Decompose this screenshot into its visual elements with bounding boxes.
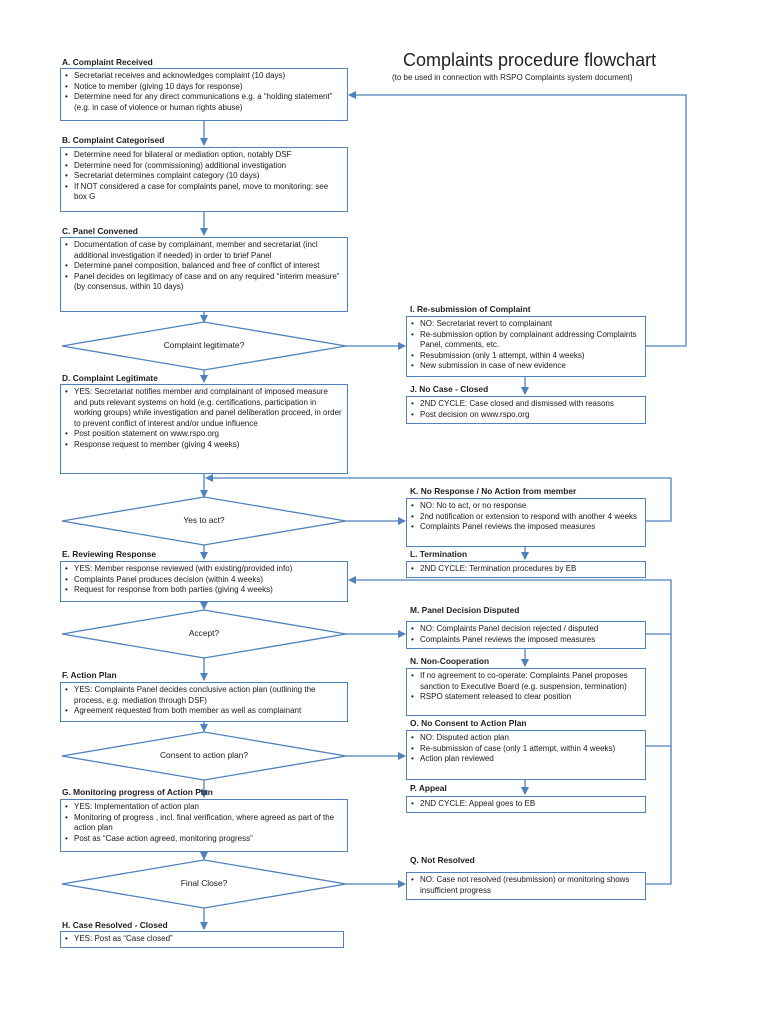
decision-consent [61, 731, 347, 781]
box-f: YES: Complaints Panel decides conclusive… [60, 682, 348, 722]
decision-final-close-text: Final Close? [180, 878, 228, 888]
box-l: 2ND CYCLE: Termination procedures by EB [406, 561, 646, 578]
list-item: 2ND CYCLE: Termination procedures by EB [411, 564, 641, 575]
list-item: NO: Case not resolved (resubmission) or … [411, 875, 641, 896]
list-item: YES: Member response reviewed (with exis… [65, 564, 343, 575]
box-i-label: I. Re-submission of Complaint [410, 304, 531, 314]
box-o: NO: Disputed action planRe-submission of… [406, 730, 646, 780]
box-n-label: N. Non-Cooperation [410, 656, 490, 666]
list-item: Post decision on www.rspo.org [411, 410, 641, 421]
list-item: Documentation of case by complainant, me… [65, 240, 343, 261]
box-l-label: L. Termination [410, 549, 468, 559]
box-p: 2ND CYCLE: Appeal goes to EB [406, 796, 646, 813]
list-item: Secretariat determines complaint categor… [65, 171, 343, 182]
box-d-label: D. Complaint Legitimate [62, 373, 158, 383]
list-item: New submission in case of new evidence [411, 361, 641, 372]
list-item: Complaints Panel produces decision (with… [65, 575, 343, 586]
list-item: NO: Complaints Panel decision rejected /… [411, 624, 641, 635]
list-item: Determine need for bilateral or mediatio… [65, 150, 343, 161]
box-m-label: M. Panel Decision Disputed [410, 605, 520, 615]
list-item: Response request to member (giving 4 wee… [65, 440, 343, 451]
list-item: Re-submission option by complainant addr… [411, 330, 641, 351]
box-h-label: H. Case Resolved - Closed [62, 920, 168, 930]
box-e-label: E. Reviewing Response [62, 549, 157, 559]
list-item: Monitoring of progress , incl. final ver… [65, 813, 343, 834]
list-item: If NOT considered a case for complaints … [65, 182, 343, 203]
list-item: NO: Secretariat revert to complainant [411, 319, 641, 330]
box-j: 2ND CYCLE: Case closed and dismissed wit… [406, 396, 646, 424]
box-i: NO: Secretariat revert to complainantRe-… [406, 316, 646, 377]
list-item: Determine panel composition, balanced an… [65, 261, 343, 272]
box-h: YES: Post as “Case closed” [60, 931, 344, 948]
list-item: Request for response from both parties (… [65, 585, 343, 596]
list-item: Complaints Panel reviews the imposed mea… [411, 635, 641, 646]
list-item: Action plan reviewed [411, 754, 641, 765]
list-item: RSPO statement released to clear positio… [411, 692, 641, 703]
list-item: 2nd notification or extension to respond… [411, 512, 641, 523]
list-item: 2ND CYCLE: Appeal goes to EB [411, 799, 641, 810]
box-k: NO: No to act, or no response2nd notific… [406, 498, 646, 547]
list-item: Post as “Case action agreed, monitoring … [65, 834, 343, 845]
box-a: Secretariat receives and acknowledges co… [60, 68, 348, 121]
list-item: YES: Complaints Panel decides conclusive… [65, 685, 343, 706]
box-q-label: Q. Not Resolved [410, 855, 475, 865]
list-item: NO: Disputed action plan [411, 733, 641, 744]
chart-title: Complaints procedure flowchart [403, 50, 657, 70]
box-c-label: C. Panel Convened [62, 226, 138, 236]
list-item: Re-submission of case (only 1 attempt, w… [411, 744, 641, 755]
list-item: NO: No to act, or no response [411, 501, 641, 512]
box-p-label: P. Appeal [410, 783, 447, 793]
list-item: Complaints Panel reviews the imposed mea… [411, 522, 641, 533]
decision-accept [61, 609, 347, 659]
box-g: YES: Implementation of action planMonito… [60, 799, 348, 852]
box-q: NO: Case not resolved (resubmission) or … [406, 872, 646, 900]
decision-final-close [61, 859, 347, 909]
box-d: YES: Secretariat notifies member and com… [60, 384, 348, 474]
box-m: NO: Complaints Panel decision rejected /… [406, 621, 646, 649]
decision-legitimate-text: Complaint legitimate? [163, 340, 245, 350]
list-item: YES: Post as “Case closed” [65, 934, 339, 945]
decision-yes-to-act [61, 496, 347, 546]
box-k-label: K. No Response / No Action from member [410, 486, 577, 496]
box-b-label: B. Complaint Categorised [62, 135, 165, 145]
box-e: YES: Member response reviewed (with exis… [60, 561, 348, 602]
box-n: If no agreement to co-operate: Complaint… [406, 668, 646, 716]
list-item: Determine need for (commissioning) addit… [65, 161, 343, 172]
list-item: 2ND CYCLE: Case closed and dismissed wit… [411, 399, 641, 410]
chart-subtitle: (to be used in connection with RSPO Comp… [392, 73, 633, 82]
list-item: Secretariat receives and acknowledges co… [65, 71, 343, 82]
list-item: Post position statement on www.rspo.org [65, 429, 343, 440]
decision-legitimate [61, 321, 347, 371]
box-g-label: G. Monitoring progress of Action Plan [62, 787, 213, 797]
decision-consent-text: Consent to action plan? [160, 750, 248, 760]
decision-yes-to-act-text: Yes to act? [183, 515, 225, 525]
box-f-label: F. Action Plan [62, 670, 117, 680]
box-j-label: J. No Case - Closed [410, 384, 489, 394]
list-item: If no agreement to co-operate: Complaint… [411, 671, 641, 692]
box-a-label: A. Complaint Received [62, 57, 153, 67]
list-item: Agreement requested from both member as … [65, 706, 343, 717]
box-o-label: O. No Consent to Action Plan [410, 718, 527, 728]
decision-accept-text: Accept? [188, 628, 220, 638]
box-b: Determine need for bilateral or mediatio… [60, 147, 348, 212]
list-item: Resubmission (only 1 attempt, within 4 w… [411, 351, 641, 362]
list-item: Notice to member (giving 10 days for res… [65, 82, 343, 93]
list-item: Panel decides on legitimacy of case and … [65, 272, 343, 293]
list-item: YES: Implementation of action plan [65, 802, 343, 813]
list-item: YES: Secretariat notifies member and com… [65, 387, 343, 429]
box-c: Documentation of case by complainant, me… [60, 237, 348, 312]
list-item: Determine need for any direct communicat… [65, 92, 343, 113]
